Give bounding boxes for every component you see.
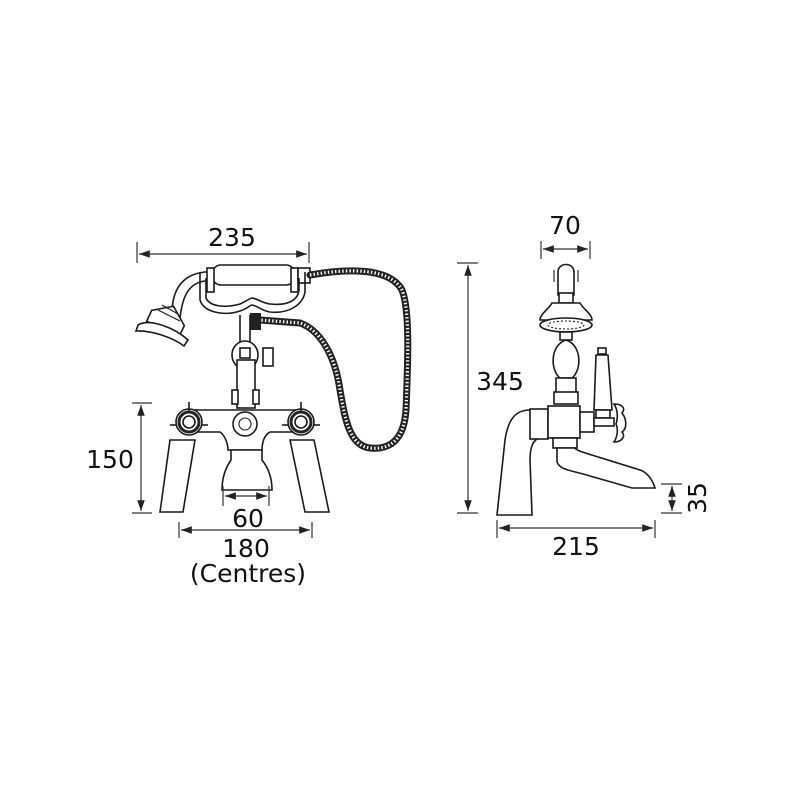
dimension-projection: 215 bbox=[496, 520, 656, 561]
side-handset bbox=[539, 263, 593, 405]
dimension-height: 150 bbox=[86, 402, 152, 514]
dimension-60-label: 60 bbox=[232, 504, 264, 533]
riser bbox=[231, 315, 274, 409]
front-view: 235 bbox=[86, 223, 412, 588]
dimension-215-label: 215 bbox=[552, 532, 600, 561]
hose-upper bbox=[250, 267, 412, 452]
side-view: 70 bbox=[457, 211, 712, 561]
side-lever-handle bbox=[593, 347, 613, 419]
dimension-centres-note: (Centres) bbox=[190, 559, 306, 588]
dimension-spout-width: 60 bbox=[222, 486, 270, 533]
handset bbox=[134, 264, 311, 348]
dimension-345-label: 345 bbox=[476, 367, 524, 396]
dimension-handset-width: 70 bbox=[540, 211, 591, 259]
dimension-35-label: 35 bbox=[683, 482, 712, 514]
side-body bbox=[496, 403, 657, 516]
dimension-235-label: 235 bbox=[208, 223, 256, 252]
left-cross-handle bbox=[159, 402, 208, 513]
dimension-150-label: 150 bbox=[86, 445, 134, 474]
dimension-spout-clearance: 35 bbox=[661, 482, 712, 514]
valve-body bbox=[184, 409, 301, 491]
right-cross-handle bbox=[282, 402, 330, 513]
dimension-70-label: 70 bbox=[549, 211, 581, 240]
dimension-overall-height: 345 bbox=[457, 262, 524, 514]
dimension-overall-width: 235 bbox=[136, 223, 310, 263]
dimension-centres: 180 (Centres) bbox=[178, 522, 313, 588]
dimension-180-label: 180 bbox=[222, 534, 270, 563]
